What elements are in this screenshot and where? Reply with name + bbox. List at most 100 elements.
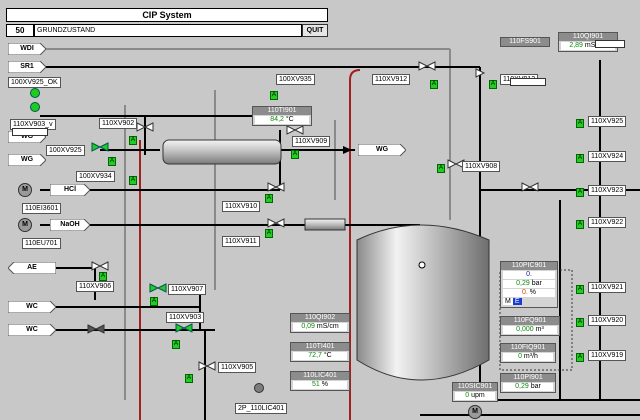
- faceplate-pi901[interactable]: 110PI901 0,29 bar: [500, 373, 556, 393]
- valve-tag-903[interactable]: 110XV903: [166, 312, 205, 323]
- inlet-ae[interactable]: AE: [8, 262, 56, 274]
- faceplate-unit: m³: [535, 326, 544, 333]
- faceplate-value: 72,7: [308, 352, 322, 359]
- right-valve-919[interactable]: 110XV919: [588, 350, 627, 361]
- valve-tag-912[interactable]: 110XV912: [372, 74, 411, 85]
- inlet-wc-1-label: WC: [26, 303, 38, 310]
- faceplate-ti401[interactable]: 110TI401 72,7 °C: [290, 342, 350, 362]
- motor-hcl-icon[interactable]: M: [18, 183, 32, 197]
- faceplate-tag: 110SIC901: [453, 383, 497, 391]
- outlet-wg[interactable]: WG: [358, 144, 406, 156]
- mode-external-button[interactable]: E: [512, 298, 522, 305]
- faceplate-sic901[interactable]: 110SIC901 0 upm: [452, 382, 498, 402]
- auto-marker: A: [576, 154, 584, 163]
- valve-tag-925ok[interactable]: 100XV925_OK: [8, 77, 61, 88]
- valve-tag-909[interactable]: 110XV909: [292, 136, 331, 147]
- right-valve-925[interactable]: 110XV925: [588, 116, 627, 127]
- faceplate-unit: mS/cm: [316, 323, 339, 330]
- faceplate-unit: bar: [530, 383, 541, 390]
- inlet-hcl[interactable]: HCl: [50, 184, 90, 196]
- auto-marker: A: [265, 194, 273, 203]
- valve-tag-935[interactable]: 100XV935: [276, 74, 315, 85]
- auto-marker: A: [576, 188, 584, 197]
- status-bar: [510, 78, 546, 86]
- auto-marker: A: [99, 272, 107, 281]
- valve-tag-911[interactable]: 110XV911: [222, 236, 260, 247]
- faceplate-unit: bar: [531, 280, 542, 287]
- device-tag-e601[interactable]: 110EI3601: [22, 203, 62, 214]
- auto-marker: A: [430, 80, 438, 89]
- auto-marker: A: [437, 164, 445, 173]
- inlet-wc-1[interactable]: WC: [8, 301, 56, 313]
- right-valve-920[interactable]: 110XV920: [588, 315, 627, 326]
- inlet-wc-2[interactable]: WC: [8, 324, 56, 336]
- right-valve-921[interactable]: 110XV921: [588, 282, 627, 293]
- faceplate-tag: 110QI902: [291, 314, 349, 322]
- valve-tag-934[interactable]: 100XV934: [76, 171, 115, 182]
- faceplate-value: 0,29: [516, 280, 530, 287]
- inlet-wdi[interactable]: WDI: [8, 43, 46, 55]
- faceplate-tag: 110TI901: [253, 107, 311, 115]
- right-valve-922[interactable]: 110XV922: [588, 217, 627, 228]
- faceplate-unit: m³/h: [523, 353, 538, 360]
- faceplate-tag: 110PIC901: [501, 262, 557, 270]
- motor-naoh-icon[interactable]: M: [18, 218, 32, 232]
- faceplate-value: 0,000: [516, 326, 534, 333]
- faceplate-fiq901[interactable]: 110FIQ901 0 m³/h: [500, 343, 556, 363]
- valve-tag-908[interactable]: 110XV908: [462, 161, 501, 172]
- valve-tag-925[interactable]: 100XV925: [46, 145, 85, 156]
- right-valve-923[interactable]: 110XV923: [588, 185, 627, 196]
- right-valve-924[interactable]: 110XV924: [588, 151, 627, 162]
- valve-tag-902[interactable]: 110XV902: [99, 118, 138, 129]
- valve-tag-907[interactable]: 110XV907: [168, 284, 207, 295]
- inlet-naoh[interactable]: NaOH: [50, 219, 90, 231]
- inlet-wdi-label: WDI: [20, 45, 34, 52]
- faceplate-unit: °C: [285, 116, 294, 123]
- inlet-hcl-label: HCl: [63, 186, 77, 193]
- faceplate-line1: 0.: [503, 271, 555, 279]
- auto-marker: A: [576, 353, 584, 362]
- auto-marker: A: [129, 176, 137, 185]
- faceplate-unit: %: [529, 289, 537, 296]
- inlet-naoh-label: NaOH: [60, 221, 80, 228]
- faceplate-fq901[interactable]: 110FQ901 0,000 m³: [500, 316, 560, 336]
- inlet-sr1[interactable]: SR1: [8, 61, 46, 73]
- faceplate-ti901[interactable]: 110TI901 84,2 °C: [252, 106, 312, 126]
- device-tag-lic401-ctrl[interactable]: 2P_110LIC401: [235, 403, 288, 414]
- motor-pump-icon[interactable]: M: [468, 405, 482, 419]
- faceplate-value: 0,09: [301, 323, 315, 330]
- faceplate-unit: %: [321, 381, 328, 388]
- faceplate-qi902[interactable]: 110QI902 0,09 mS/cm: [290, 313, 350, 333]
- faceplate-tag: 110TI401: [291, 343, 349, 351]
- outlet-wg-label: WG: [375, 146, 389, 153]
- faceplate-tag: 110QI901: [559, 33, 617, 41]
- valve-tag-905[interactable]: 110XV905: [218, 362, 257, 373]
- faceplate-unit: °C: [323, 352, 332, 359]
- valve-tag-910[interactable]: 110XV910: [222, 201, 261, 212]
- status-lamp-2: [30, 102, 40, 112]
- faceplate-tag: 110FIQ901: [501, 344, 555, 352]
- faceplate-lic401[interactable]: 110LIC401 51 %: [290, 371, 350, 391]
- inlet-wg-2[interactable]: WG: [8, 154, 46, 166]
- inlet-ae-label: AE: [27, 264, 37, 271]
- faceplate-tag: 110FQ901: [501, 317, 559, 325]
- auto-marker: A: [576, 220, 584, 229]
- quit-button[interactable]: QUIT: [302, 24, 328, 37]
- faceplate-fs901[interactable]: 110FS901: [500, 37, 550, 47]
- auto-marker: A: [489, 80, 497, 89]
- window-title: CIP System: [6, 8, 328, 22]
- auto-marker: A: [270, 91, 278, 100]
- faceplate-value: 51: [312, 381, 320, 388]
- faceplate-value: 0: [465, 392, 470, 399]
- inlet-wg-1-label: WG: [20, 133, 34, 140]
- valve-tag-906[interactable]: 110XV906: [76, 281, 115, 292]
- faceplate-value: 0,29: [515, 383, 529, 390]
- faceplate-value: 0: [518, 353, 522, 360]
- auto-marker: A: [265, 229, 273, 238]
- device-tag-e701[interactable]: 110EU701: [22, 238, 61, 249]
- mode-manual-button[interactable]: M: [503, 298, 513, 305]
- faceplate-tag: 110LIC401: [291, 372, 349, 380]
